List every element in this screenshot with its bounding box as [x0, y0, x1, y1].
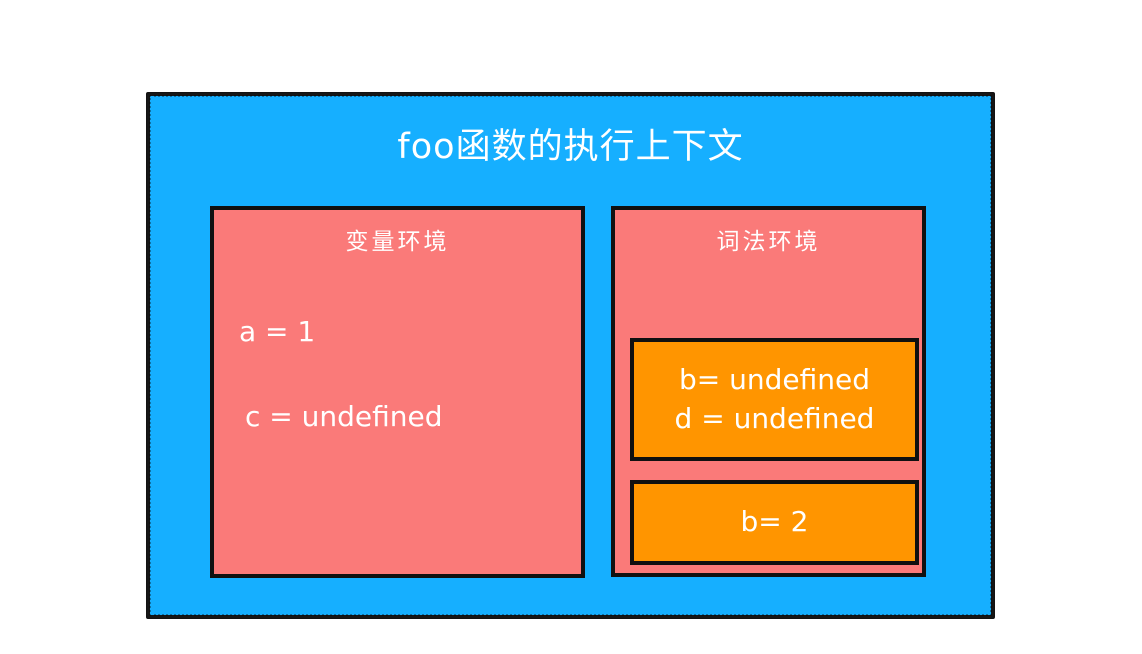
lexical-environment-title: 词法环境: [716, 229, 821, 255]
variable-environment-title: 变量环境: [345, 229, 450, 255]
execution-context-box: foo函数的执行上下文 变量环境 a = 1 c = undefined 词法环…: [146, 92, 995, 619]
lexical-binding-box: b= undefined d = undefined: [630, 338, 919, 461]
variable-entry: a = 1: [239, 315, 316, 348]
lexical-binding-box: b= 2: [630, 480, 919, 565]
binding-entry: d = undefined: [674, 401, 875, 435]
binding-entry: b= undefined: [678, 363, 870, 397]
variable-entry: c = undefined: [245, 400, 443, 433]
lexical-environment-panel: 词法环境 b= undefined d = undefined b= 2: [611, 206, 926, 577]
execution-context-title: foo函数的执行上下文: [397, 127, 744, 167]
variable-environment-panel: 变量环境 a = 1 c = undefined: [210, 206, 585, 578]
binding-entry: b= 2: [740, 505, 809, 539]
